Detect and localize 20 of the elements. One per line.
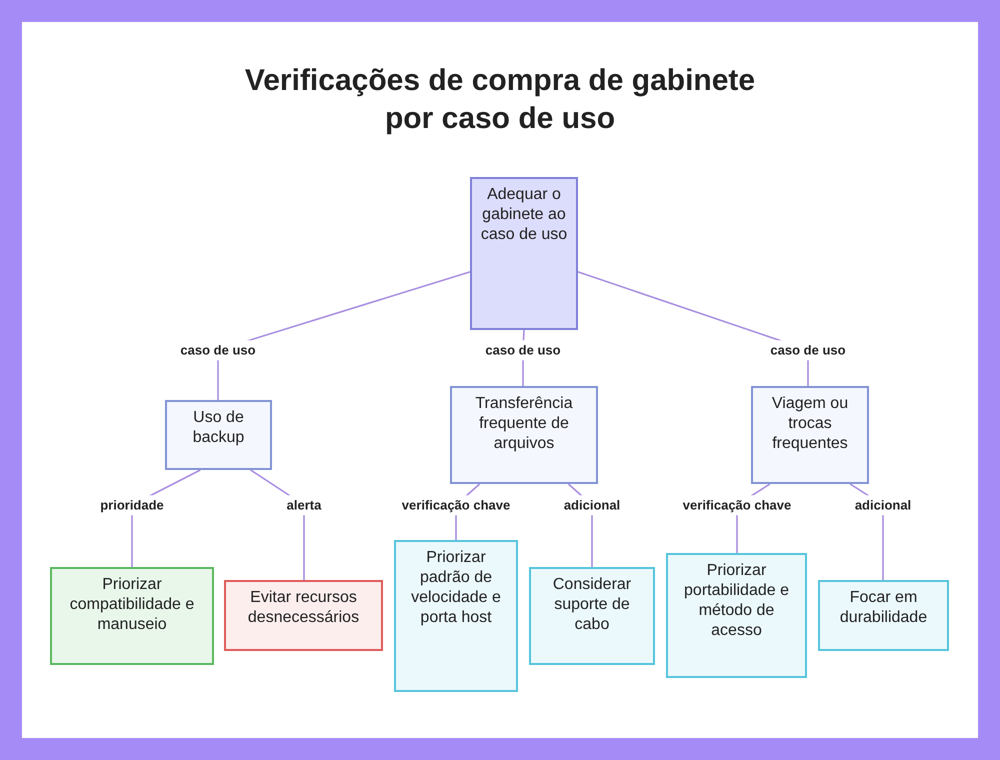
title: Verificações de compra de gabinete por caso de uso [244,63,756,137]
edge-label: caso de uso [768,340,848,360]
priority-box: Priorizar compatibilidade e manuseio [50,567,214,665]
category-box: Transferência frequente de arquivos [450,386,598,484]
check-box: Priorizar padrão de velocidade e porta host [394,540,518,692]
category-box: Uso de backup [165,400,272,470]
edge-label: caso de uso [483,340,563,360]
edge-label: alerta [284,495,324,515]
root-box: Adequar o gabinete ao caso de uso [470,177,578,330]
edge-label: verificação chave [400,495,512,515]
edge-label: adicional [852,495,914,515]
check-box: Focar em durabilidade [818,580,949,651]
warning-box: Evitar recursos desnecessários [224,580,383,651]
check-box: Priorizar portabilidade e método de acesso [666,553,807,678]
edge-label: verificação chave [680,495,794,515]
edge-label: adicional [562,495,622,515]
edge-label: prioridade [98,495,166,515]
check-box: Considerar suporte de cabo [529,567,655,665]
category-box: Viagem ou trocas frequentes [751,386,869,484]
edge-label: caso de uso [178,340,258,360]
